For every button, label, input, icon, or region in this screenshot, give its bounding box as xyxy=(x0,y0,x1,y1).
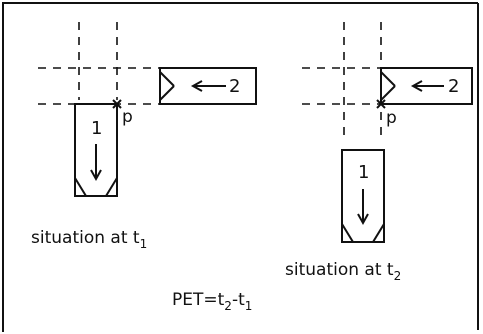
vehicle-1: 1 xyxy=(341,149,385,243)
situation-1-caption: situation at t1 xyxy=(31,228,147,251)
vehicle-1-number: 1 xyxy=(358,162,369,183)
vehicle-1: 1 xyxy=(74,103,118,197)
vehicle-2-number: 2 xyxy=(229,76,240,97)
conflict-point-1: p xyxy=(112,99,133,127)
situation-1: 1 2 p situation at t1 xyxy=(31,22,257,251)
conflict-point-2: p xyxy=(376,99,397,128)
arrow-left-icon-head xyxy=(190,80,203,92)
conflict-point-label: p xyxy=(386,108,397,128)
conflict-point-label: p xyxy=(122,107,133,127)
vehicle-2: 2 xyxy=(380,67,473,105)
pet-formula: PET=t2-t1 xyxy=(172,290,252,313)
arrow-down-icon-head xyxy=(90,169,102,182)
vehicle-1-number: 1 xyxy=(91,118,102,139)
diagram-frame xyxy=(2,2,478,332)
arrow-left-icon-head xyxy=(410,80,423,92)
situation-2-caption: situation at t2 xyxy=(285,260,401,283)
arrow-down-icon-head xyxy=(357,213,369,226)
vehicle-2: 2 xyxy=(159,67,257,105)
vehicle-2-number: 2 xyxy=(448,76,459,97)
situation-2: 1 2 p situation at t2 xyxy=(285,22,473,283)
